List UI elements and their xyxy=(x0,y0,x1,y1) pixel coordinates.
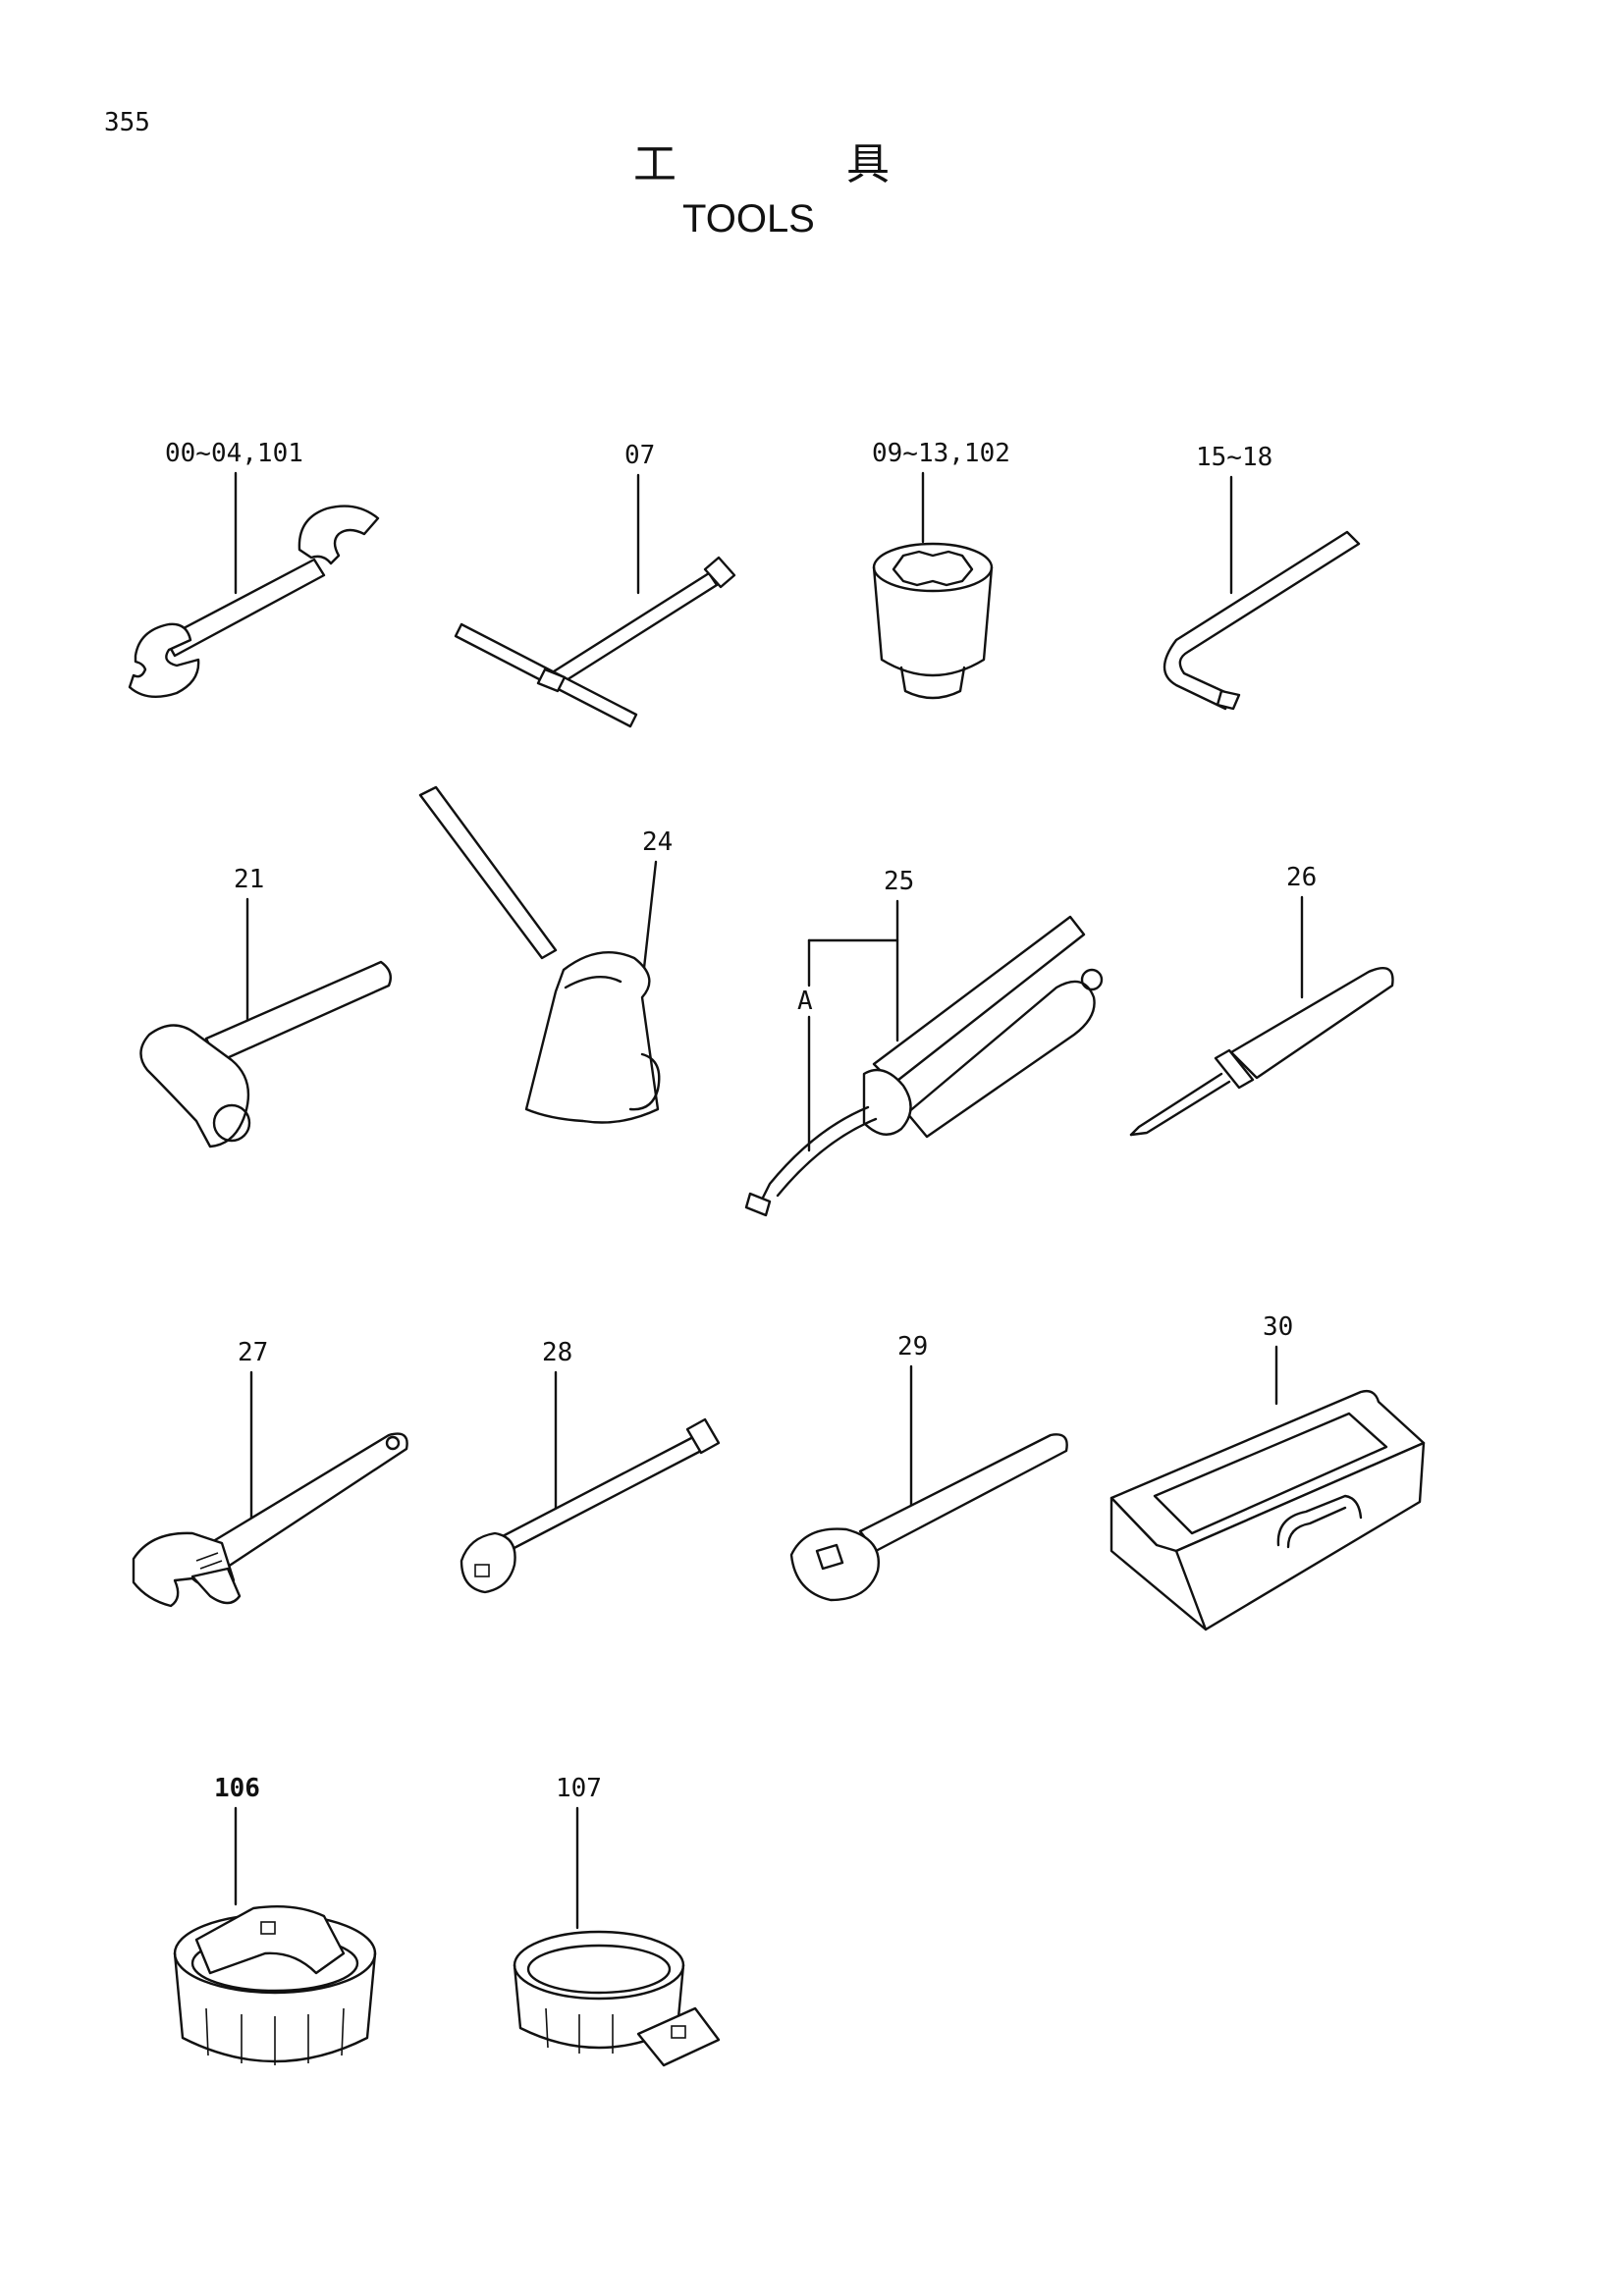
callout-filter-wrench-cap: 106 xyxy=(214,1774,260,1803)
tool-box: 30 xyxy=(1109,1312,1426,1631)
callout-tool-box: 30 xyxy=(1263,1312,1293,1342)
ratchet-handle: 29 xyxy=(789,1332,1068,1602)
double-open-spanner: 00~04,101 xyxy=(128,439,380,699)
callout-filter-wrench-band: 107 xyxy=(556,1774,602,1803)
callout-t-wrench: 07 xyxy=(624,441,655,470)
callout-grease-gun: 25 xyxy=(884,867,914,896)
grease-gun: 25 A xyxy=(744,867,1104,1217)
page-number: 355 xyxy=(104,108,150,137)
callout-adjustable-wrench: 27 xyxy=(238,1338,268,1367)
screwdriver: 26 xyxy=(1129,863,1394,1137)
filter-wrench-cap-type: 106 xyxy=(173,1774,377,2065)
callout-socket: 09~13,102 xyxy=(872,439,1010,468)
callout-hex-key: 15~18 xyxy=(1196,443,1272,472)
callout-grease-gun-sub: A xyxy=(797,987,813,1016)
callout-extension-bar: 28 xyxy=(542,1338,572,1367)
hex-key: 15~18 xyxy=(1163,443,1361,711)
title-japanese-right: 具 xyxy=(846,139,890,189)
callout-spanner: 00~04,101 xyxy=(165,439,303,468)
callout-ratchet-handle: 29 xyxy=(897,1332,928,1362)
callout-oil-can: 24 xyxy=(642,828,673,857)
filter-wrench-band-type: 107 xyxy=(513,1774,721,2067)
title-japanese-left: 工 xyxy=(633,139,676,189)
page-title: TOOLS xyxy=(682,197,815,240)
ball-peen-hammer: 21 xyxy=(139,865,392,1148)
callout-screwdriver: 26 xyxy=(1286,863,1317,892)
adjustable-wrench: 27 xyxy=(132,1338,408,1608)
socket: 09~13,102 xyxy=(872,439,1010,700)
extension-bar: 28 xyxy=(460,1338,721,1594)
oil-can: 24 xyxy=(418,785,673,1124)
callout-hammer: 21 xyxy=(234,865,264,894)
t-wrench: 07 xyxy=(454,441,736,728)
